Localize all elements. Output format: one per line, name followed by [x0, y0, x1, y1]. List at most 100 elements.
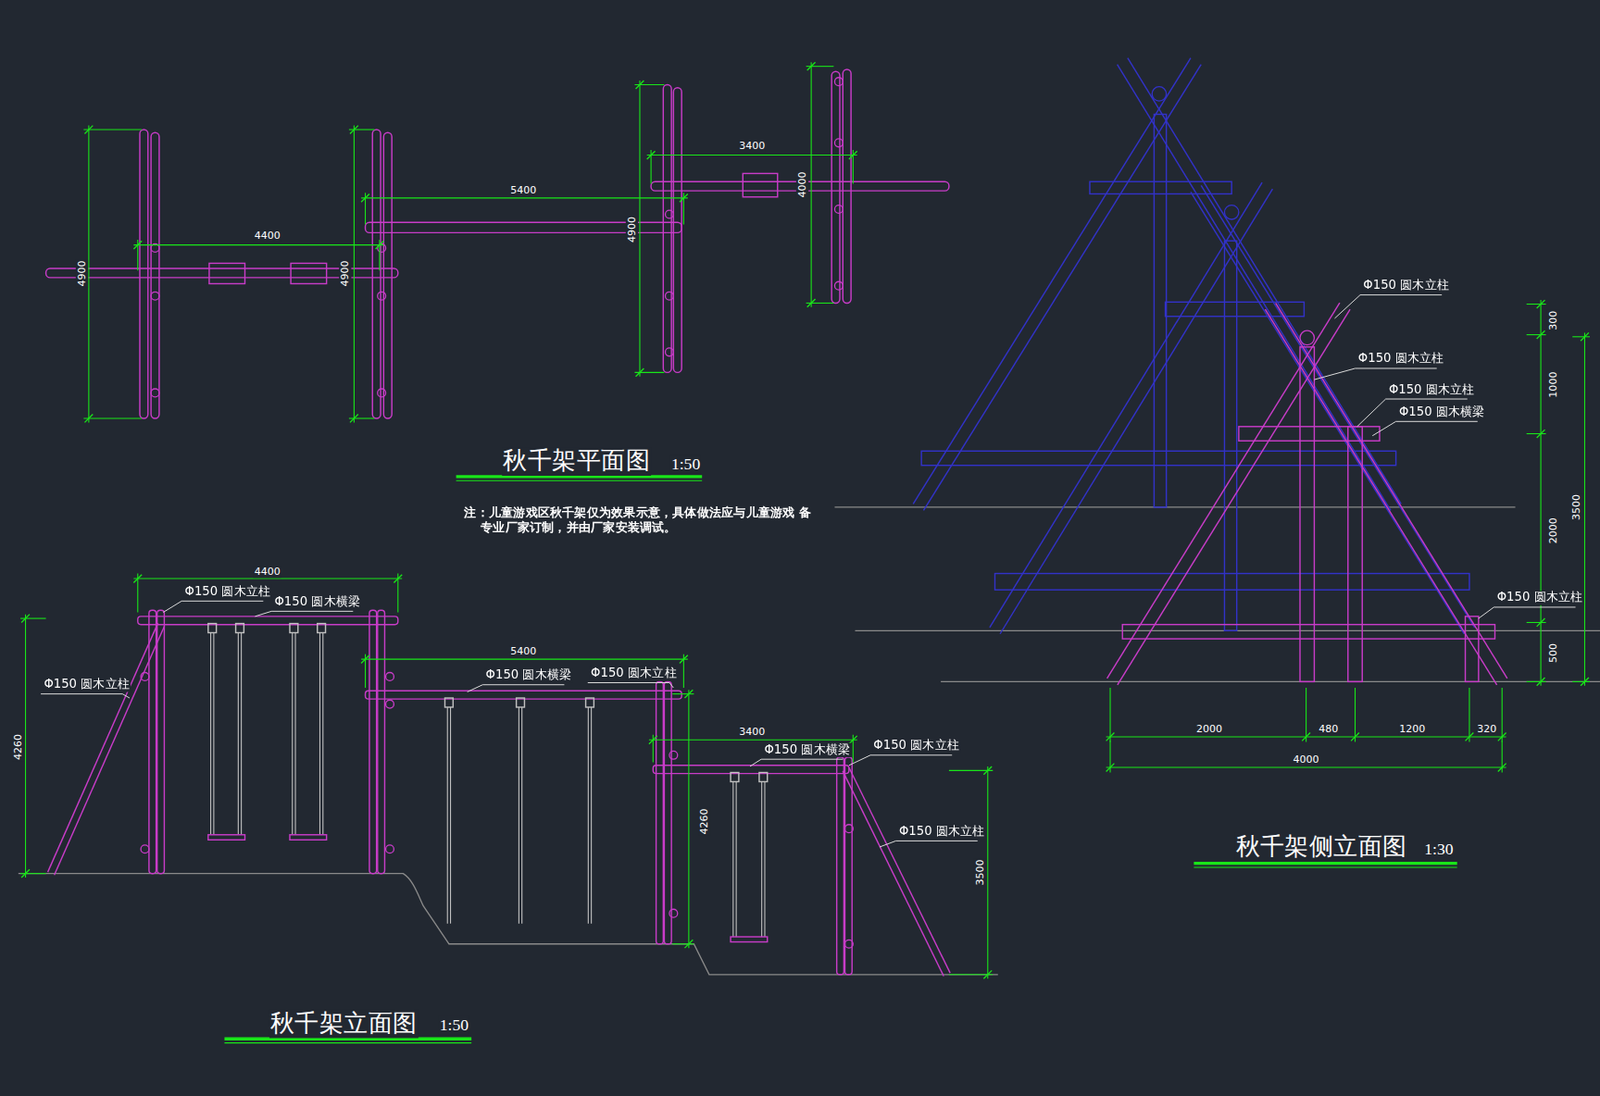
extension-line [852, 735, 854, 763]
extension-line [397, 574, 399, 613]
extension-line [137, 574, 138, 613]
leader-underline [1355, 367, 1438, 369]
leader-underline [896, 840, 978, 842]
dimension-line [87, 125, 89, 424]
rope-clamp [586, 698, 595, 708]
leader-line [1357, 399, 1387, 427]
bolt-symbol [834, 281, 843, 290]
dimension-line [25, 614, 26, 878]
extension-line [83, 128, 142, 130]
leader-underline [482, 684, 564, 686]
post-plan [383, 132, 392, 419]
brace-post [989, 182, 1263, 628]
leader-underline [587, 682, 670, 684]
dimension-line [647, 154, 858, 156]
swing-seat [208, 835, 246, 841]
title-underline [456, 475, 703, 478]
dimension: 4000 [1291, 753, 1320, 766]
leader-underline [1396, 421, 1478, 423]
extension-line [1501, 687, 1503, 742]
brace-post [48, 623, 159, 873]
dimension: 1200 [1398, 723, 1426, 736]
dimension: 2000 [1195, 723, 1224, 736]
callout: Φ150 圆木横梁 [1398, 405, 1487, 420]
brace-post [1127, 58, 1401, 505]
dimension-line [1584, 332, 1586, 686]
view-title: 秋千架平面图 [501, 447, 651, 475]
view-title: 秋千架立面图 [269, 1010, 419, 1038]
extension-line [683, 192, 685, 225]
swing-rope [240, 633, 242, 836]
post-side [1300, 347, 1314, 683]
callout: Φ150 圆木立柱 [1496, 590, 1585, 605]
extension-line [364, 654, 366, 688]
leader-underline [271, 611, 353, 613]
dimension: 2000 [1547, 516, 1560, 545]
extension-line [378, 239, 380, 271]
dimension-line [987, 766, 988, 979]
extension-line [1354, 687, 1356, 742]
rope-clamp [289, 624, 299, 634]
callout: Φ150 圆木横梁 [273, 595, 362, 610]
dimension-line [133, 244, 384, 246]
extension-line [1526, 334, 1547, 336]
swing-seat [290, 262, 327, 284]
bolt-symbol [150, 291, 160, 300]
post-elevation [663, 681, 672, 944]
callout: Φ150 圆木立柱 [589, 666, 678, 681]
post-plan [831, 71, 840, 303]
dimension: 3500 [1570, 493, 1583, 522]
leader-line [879, 840, 897, 848]
callout: Φ150 圆木立柱 [42, 677, 131, 692]
callout: Φ150 圆木立柱 [183, 585, 272, 600]
callout: Φ150 圆木横梁 [762, 743, 851, 758]
leader-line [122, 694, 130, 699]
rope-clamp [759, 773, 768, 783]
dimension: 4400 [253, 565, 282, 578]
dimension: 500 [1547, 642, 1560, 664]
callout: Φ150 圆木立柱 [1362, 278, 1450, 293]
post-elevation [377, 610, 386, 874]
leader-underline [40, 693, 123, 695]
brace-post [849, 768, 950, 975]
title-underline [224, 1037, 472, 1041]
extension-line [634, 372, 664, 374]
bolt-symbol [377, 291, 387, 300]
rope-clamp [236, 624, 245, 634]
bolt-symbol [150, 388, 160, 398]
dimension-line [649, 739, 858, 741]
callout: Φ150 圆木立柱 [1357, 351, 1446, 366]
callout: Φ150 圆木立柱 [898, 825, 987, 839]
extension-line [1109, 740, 1111, 773]
swing-rope [521, 707, 523, 925]
post-plan [842, 69, 851, 303]
callout: Φ150 圆木立柱 [872, 738, 961, 753]
post-side [1348, 426, 1363, 683]
bolt-symbol [377, 388, 387, 398]
dimension: 1000 [1547, 370, 1560, 399]
bolt-symbol [1224, 205, 1238, 220]
extension-line [20, 873, 47, 875]
dimension: 3400 [737, 139, 766, 152]
leader-line [750, 759, 762, 767]
bolt-symbol [140, 672, 150, 681]
beam-side [994, 574, 1469, 591]
dimension: 4000 [796, 170, 809, 199]
swing-seat [730, 937, 768, 943]
dimension: 4900 [625, 215, 638, 244]
beam-side [1089, 181, 1232, 194]
beam-elevation [137, 616, 399, 625]
extension-line [137, 239, 138, 271]
title-underline [1193, 867, 1457, 869]
rope-clamp [730, 773, 739, 783]
beam-side [921, 450, 1396, 465]
brace-post [1117, 309, 1350, 686]
swing-rope [518, 707, 520, 925]
extension-line [672, 943, 694, 945]
beam-elevation [652, 765, 850, 775]
post-plan [673, 87, 682, 374]
extension-line [349, 128, 375, 130]
bolt-symbol [665, 348, 675, 357]
leader-line [1372, 421, 1396, 436]
leader-underline [1386, 399, 1468, 400]
